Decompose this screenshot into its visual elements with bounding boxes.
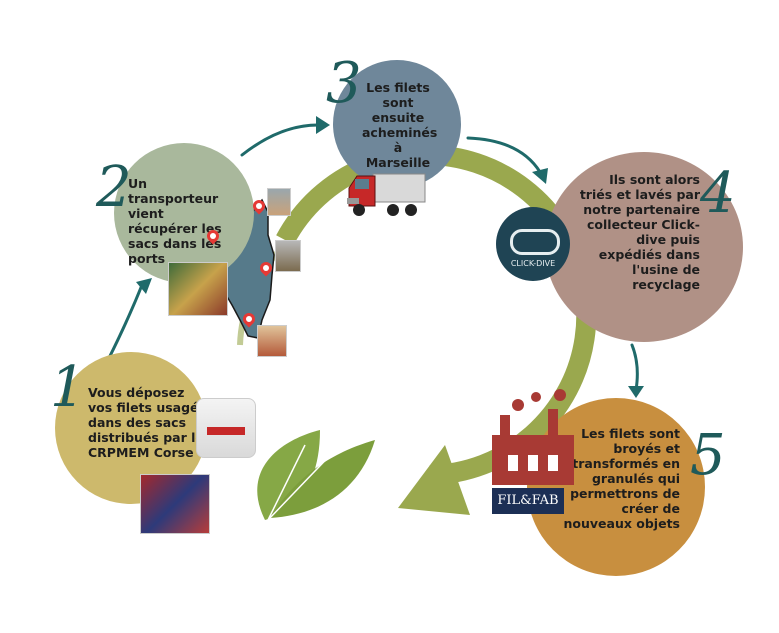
step-3-number: 3	[326, 51, 362, 116]
arrowhead-3-4	[532, 168, 548, 184]
filfab-logo: FIL&FAB	[492, 488, 564, 514]
step-4-circle	[545, 152, 743, 342]
step-arrows	[106, 123, 639, 392]
step-4-number: 4	[700, 161, 736, 226]
port-photo	[275, 240, 301, 272]
step-3-text: Les filets sont ensuite acheminés à Mars…	[362, 80, 438, 170]
collection-sack-photo	[196, 398, 256, 458]
arrowhead-2-3	[316, 116, 330, 134]
step-3-circle	[333, 60, 461, 188]
step-2-circle	[114, 143, 254, 283]
truck-icon	[347, 173, 426, 216]
clickdive-logo-text: CLICK-DIVE	[510, 259, 556, 268]
step-4-text: Ils sont alors triés et lavés par notre …	[579, 172, 700, 292]
step-2-text: Un transporteur vient récupérer les sacs…	[128, 176, 222, 266]
step-5-text: Les filets sont broyés et transformés en…	[563, 426, 680, 531]
truck-photo	[168, 262, 228, 316]
step-1-text: Vous déposez vos filets usagés dans des …	[88, 385, 206, 460]
step-2-number: 2	[96, 155, 132, 220]
step-5-number: 5	[690, 423, 726, 488]
clickdive-logo: CLICK-DIVE	[496, 207, 570, 281]
fishing-nets-photo	[140, 474, 210, 534]
arrowhead-4-5	[628, 386, 644, 398]
cycle-arrowhead	[398, 445, 470, 515]
factory-icon	[492, 389, 574, 485]
step-1-number: 1	[50, 355, 86, 420]
arrowhead-1-2	[136, 278, 152, 294]
filfab-logo-text: FIL&FAB	[497, 493, 559, 508]
port-photo	[257, 325, 287, 357]
leaf-icon	[257, 430, 375, 521]
port-photo	[267, 188, 291, 216]
